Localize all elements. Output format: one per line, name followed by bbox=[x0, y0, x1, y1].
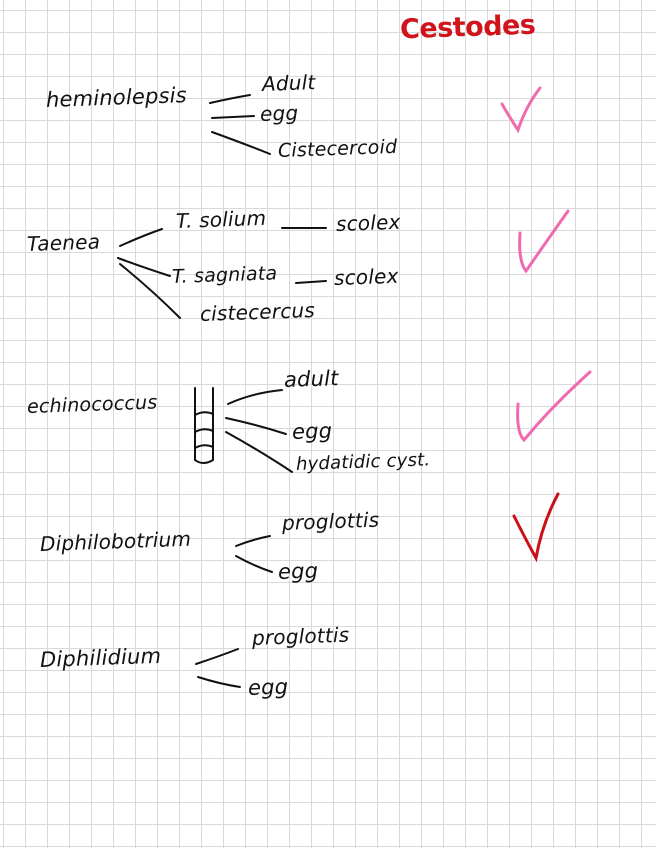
item-proglottis: proglottis bbox=[282, 508, 380, 535]
item-t-solium: T. solium bbox=[176, 206, 267, 233]
item-cistecercus: cistecercus bbox=[200, 298, 316, 326]
item-proglottis-2: proglottis bbox=[252, 623, 350, 650]
item-t-sagniata: T. sagniata bbox=[172, 262, 278, 288]
group-name-diphilobotrium: Diphilobotrium bbox=[40, 527, 192, 556]
check-mark-icon bbox=[496, 82, 546, 138]
item-adult-2: adult bbox=[284, 366, 339, 392]
page-title: Cestodes bbox=[400, 10, 536, 46]
group-name-echinococcus: echinococcus bbox=[27, 391, 158, 418]
item-egg-4: egg bbox=[248, 675, 289, 700]
group-name-heminolepsis: heminolepsis bbox=[46, 83, 188, 112]
item-adult: Adult bbox=[262, 70, 316, 96]
item-egg: egg bbox=[260, 101, 299, 126]
item-scolex-1: scolex bbox=[336, 210, 401, 236]
item-hydatidic-cyst: hydatidic cyst. bbox=[296, 449, 431, 475]
item-egg-3: egg bbox=[278, 559, 319, 584]
item-cistecercoid: Cistecercoid bbox=[278, 136, 398, 162]
check-mark-icon bbox=[508, 205, 574, 275]
item-egg-2: egg bbox=[292, 419, 333, 444]
item-scolex-2: scolex bbox=[334, 264, 399, 290]
group-name-taenea: Taenea bbox=[27, 229, 101, 256]
check-mark-icon bbox=[508, 488, 568, 564]
group-name-diphilidium: Diphilidium bbox=[40, 644, 162, 672]
check-mark-icon bbox=[510, 366, 596, 446]
